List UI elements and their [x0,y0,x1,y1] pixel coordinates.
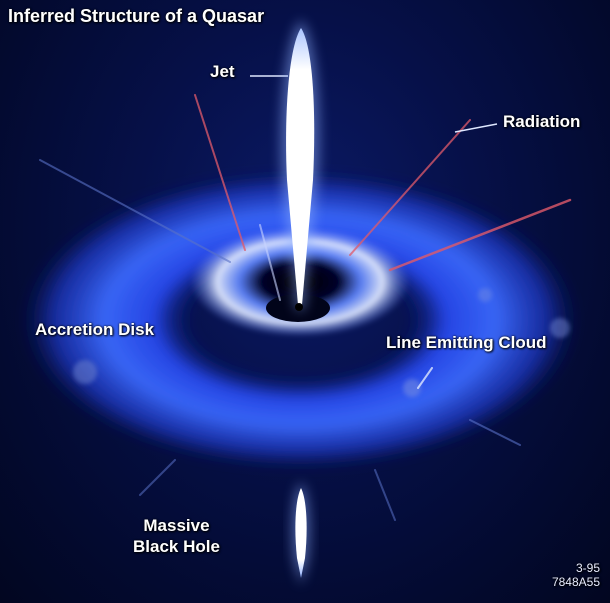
label-jet: Jet [210,62,235,81]
label-black-hole-line2: Black Hole [133,537,220,556]
radiation-pointer [454,123,498,133]
label-black-hole-line1: Massive [143,516,210,535]
cloud-blob [478,288,492,302]
diagram-title: Inferred Structure of a Quasar [8,6,265,26]
black-hole [295,303,303,311]
label-accretion-disk: Accretion Disk [35,320,155,339]
figure-id: 7848A55 [551,575,600,589]
figure-date: 3-95 [575,561,600,575]
cloud-blob [550,318,570,338]
upper-jet [286,28,315,305]
figure-code: 3-95 7848A55 [552,561,600,589]
radiation-rays [39,94,572,521]
label-line-emitting-cloud: Line Emitting Cloud [386,333,547,352]
cloud-blob [403,379,421,397]
cloud-blob [73,360,97,384]
label-radiation: Radiation [503,112,581,131]
label-massive-black-hole: Massive Black Hole [133,515,220,557]
lower-jet [295,488,307,578]
